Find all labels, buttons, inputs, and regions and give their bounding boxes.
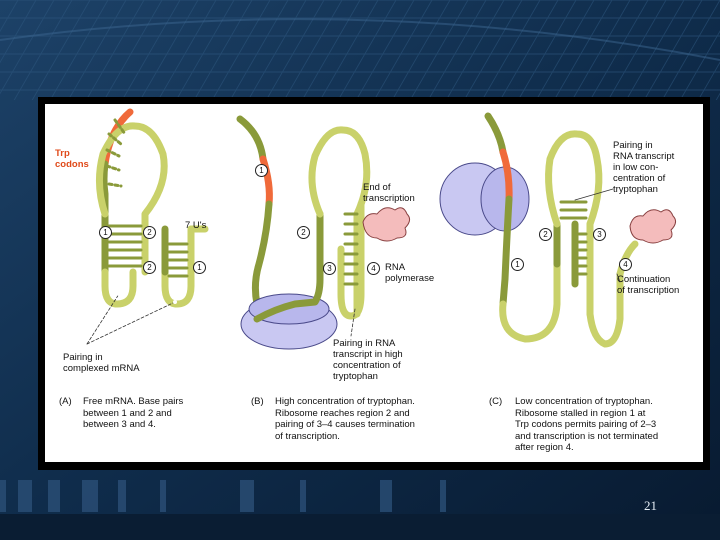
region-marker: 2 [539, 228, 552, 241]
pairing-high-label: Pairing in RNA transcript in high concen… [333, 338, 403, 382]
caption-a-text: Free mRNA. Base pairs between 1 and 2 an… [83, 396, 184, 430]
region-marker: 2 [143, 226, 156, 239]
region-marker: 1 [255, 164, 268, 177]
panel-b-structure [236, 115, 411, 350]
seven-u-label: 7 U's [185, 220, 207, 231]
region-marker: 4 [367, 262, 380, 275]
pairing-low-label: Pairing in RNA transcript in low con- ce… [613, 140, 675, 195]
caption-b-text: High concentration of tryptophan. Riboso… [275, 396, 415, 442]
caption-b-letter: (B) [251, 396, 264, 407]
panel-a-structure [86, 108, 209, 345]
region-marker: 3 [593, 228, 606, 241]
attenuation-diagram [86, 108, 677, 350]
bottom-stripes [0, 480, 446, 512]
caption-c-text: Low concentration of tryptophan. Ribosom… [515, 396, 659, 453]
panel-c-structure [439, 112, 677, 348]
end-of-transcription-label: End of transcription [363, 182, 415, 204]
rna-polymerase-label: RNA polymerase [385, 262, 435, 284]
region-marker: 3 [323, 262, 336, 275]
pairing-complexed-label: Pairing in complexed mRNA [63, 352, 140, 374]
region-marker: 1 [99, 226, 112, 239]
caption-c-letter: (C) [489, 396, 503, 407]
caption-a-letter: (A) [59, 396, 72, 407]
continuation-label: Continuation of transcription [617, 274, 680, 296]
region-marker: 4 [619, 258, 632, 271]
region-marker: 1 [193, 261, 206, 274]
region-marker: 1 [511, 258, 524, 271]
page-number: 21 [644, 498, 657, 513]
trp-codons-label: Trp codons [55, 148, 89, 170]
region-marker: 2 [297, 226, 310, 239]
figure-panel: Trp codons 7 U's End of transcription RN… [45, 104, 703, 462]
region-marker: 2 [143, 261, 156, 274]
